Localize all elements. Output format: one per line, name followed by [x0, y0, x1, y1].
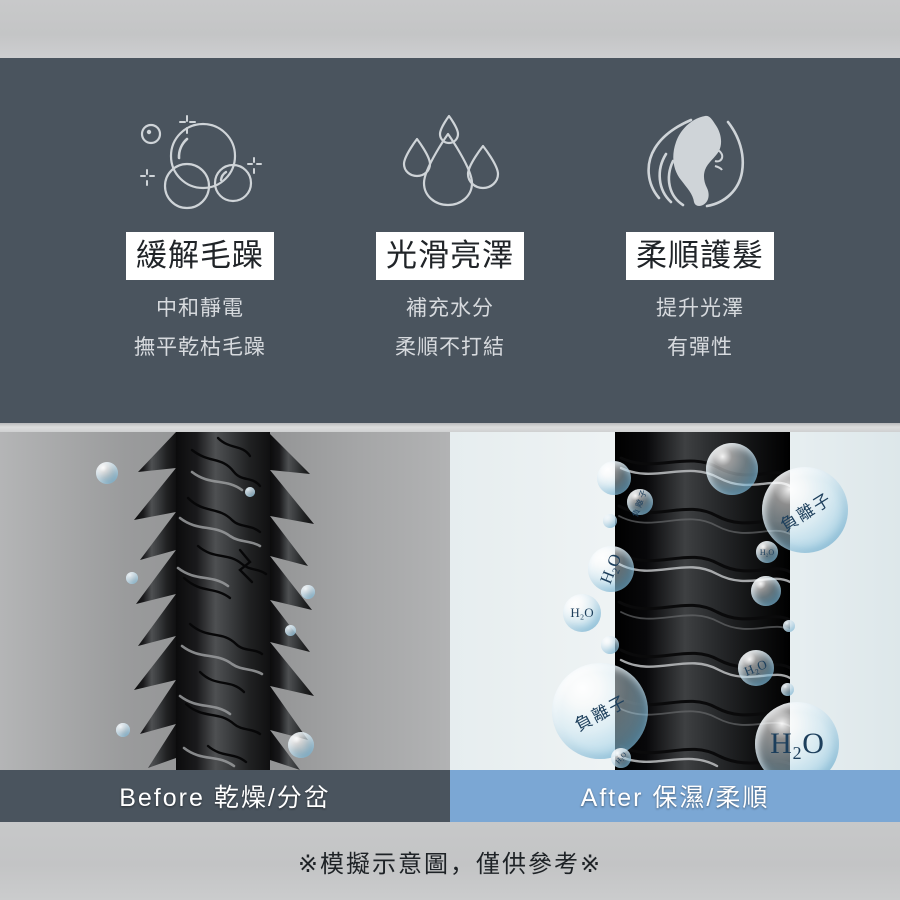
- woman-hair-profile-icon: [635, 106, 765, 214]
- panel-separator: [0, 423, 900, 432]
- after-label: After 保濕/柔順: [580, 784, 770, 812]
- smooth-hair-cuticle-illustration: [615, 432, 792, 770]
- disclaimer-note: ※模擬示意圖，僅供參考※: [297, 850, 603, 878]
- benefit-subtitle-2: 柔順不打結: [395, 336, 505, 359]
- before-label: Before 乾燥/分岔: [119, 784, 331, 812]
- benefit-title: 柔順護髮: [626, 232, 774, 280]
- bubbles-sparkle-icon: [125, 106, 275, 214]
- water-droplets-icon: [390, 106, 510, 214]
- benefit-subtitle-1: 補充水分: [406, 297, 494, 320]
- benefits-panel: 緩解毛躁 中和靜電 撫平乾枯毛躁 光滑亮澤 補充水分 柔順不打結: [0, 58, 900, 423]
- benefit-subtitle-1: 提升光澤: [656, 297, 744, 320]
- damaged-hair-cuticle-illustration: [118, 432, 328, 770]
- before-after-comparison: [0, 432, 900, 770]
- footer-note-area: ※模擬示意圖，僅供參考※: [0, 822, 900, 900]
- benefit-column-3: 柔順護髮 提升光澤 有彈性: [575, 58, 825, 361]
- benefit-column-2: 光滑亮澤 補充水分 柔順不打結: [325, 58, 575, 361]
- top-band: [0, 0, 900, 58]
- benefit-title: 緩解毛躁: [126, 232, 274, 280]
- benefit-subtitle-1: 中和靜電: [156, 297, 244, 320]
- benefit-subtitle-2: 撫平乾枯毛躁: [134, 336, 266, 359]
- after-panel: [450, 432, 900, 770]
- benefits-columns: 緩解毛躁 中和靜電 撫平乾枯毛躁 光滑亮澤 補充水分 柔順不打結: [0, 58, 900, 423]
- before-panel: [0, 432, 450, 770]
- benefit-subtitle-2: 有彈性: [667, 336, 733, 359]
- before-caption-bar: Before 乾燥/分岔: [0, 770, 450, 822]
- benefit-title: 光滑亮澤: [376, 232, 524, 280]
- after-caption-bar: After 保濕/柔順: [450, 770, 900, 822]
- caption-bars: Before 乾燥/分岔 After 保濕/柔順: [0, 770, 900, 822]
- benefit-column-1: 緩解毛躁 中和靜電 撫平乾枯毛躁: [75, 58, 325, 361]
